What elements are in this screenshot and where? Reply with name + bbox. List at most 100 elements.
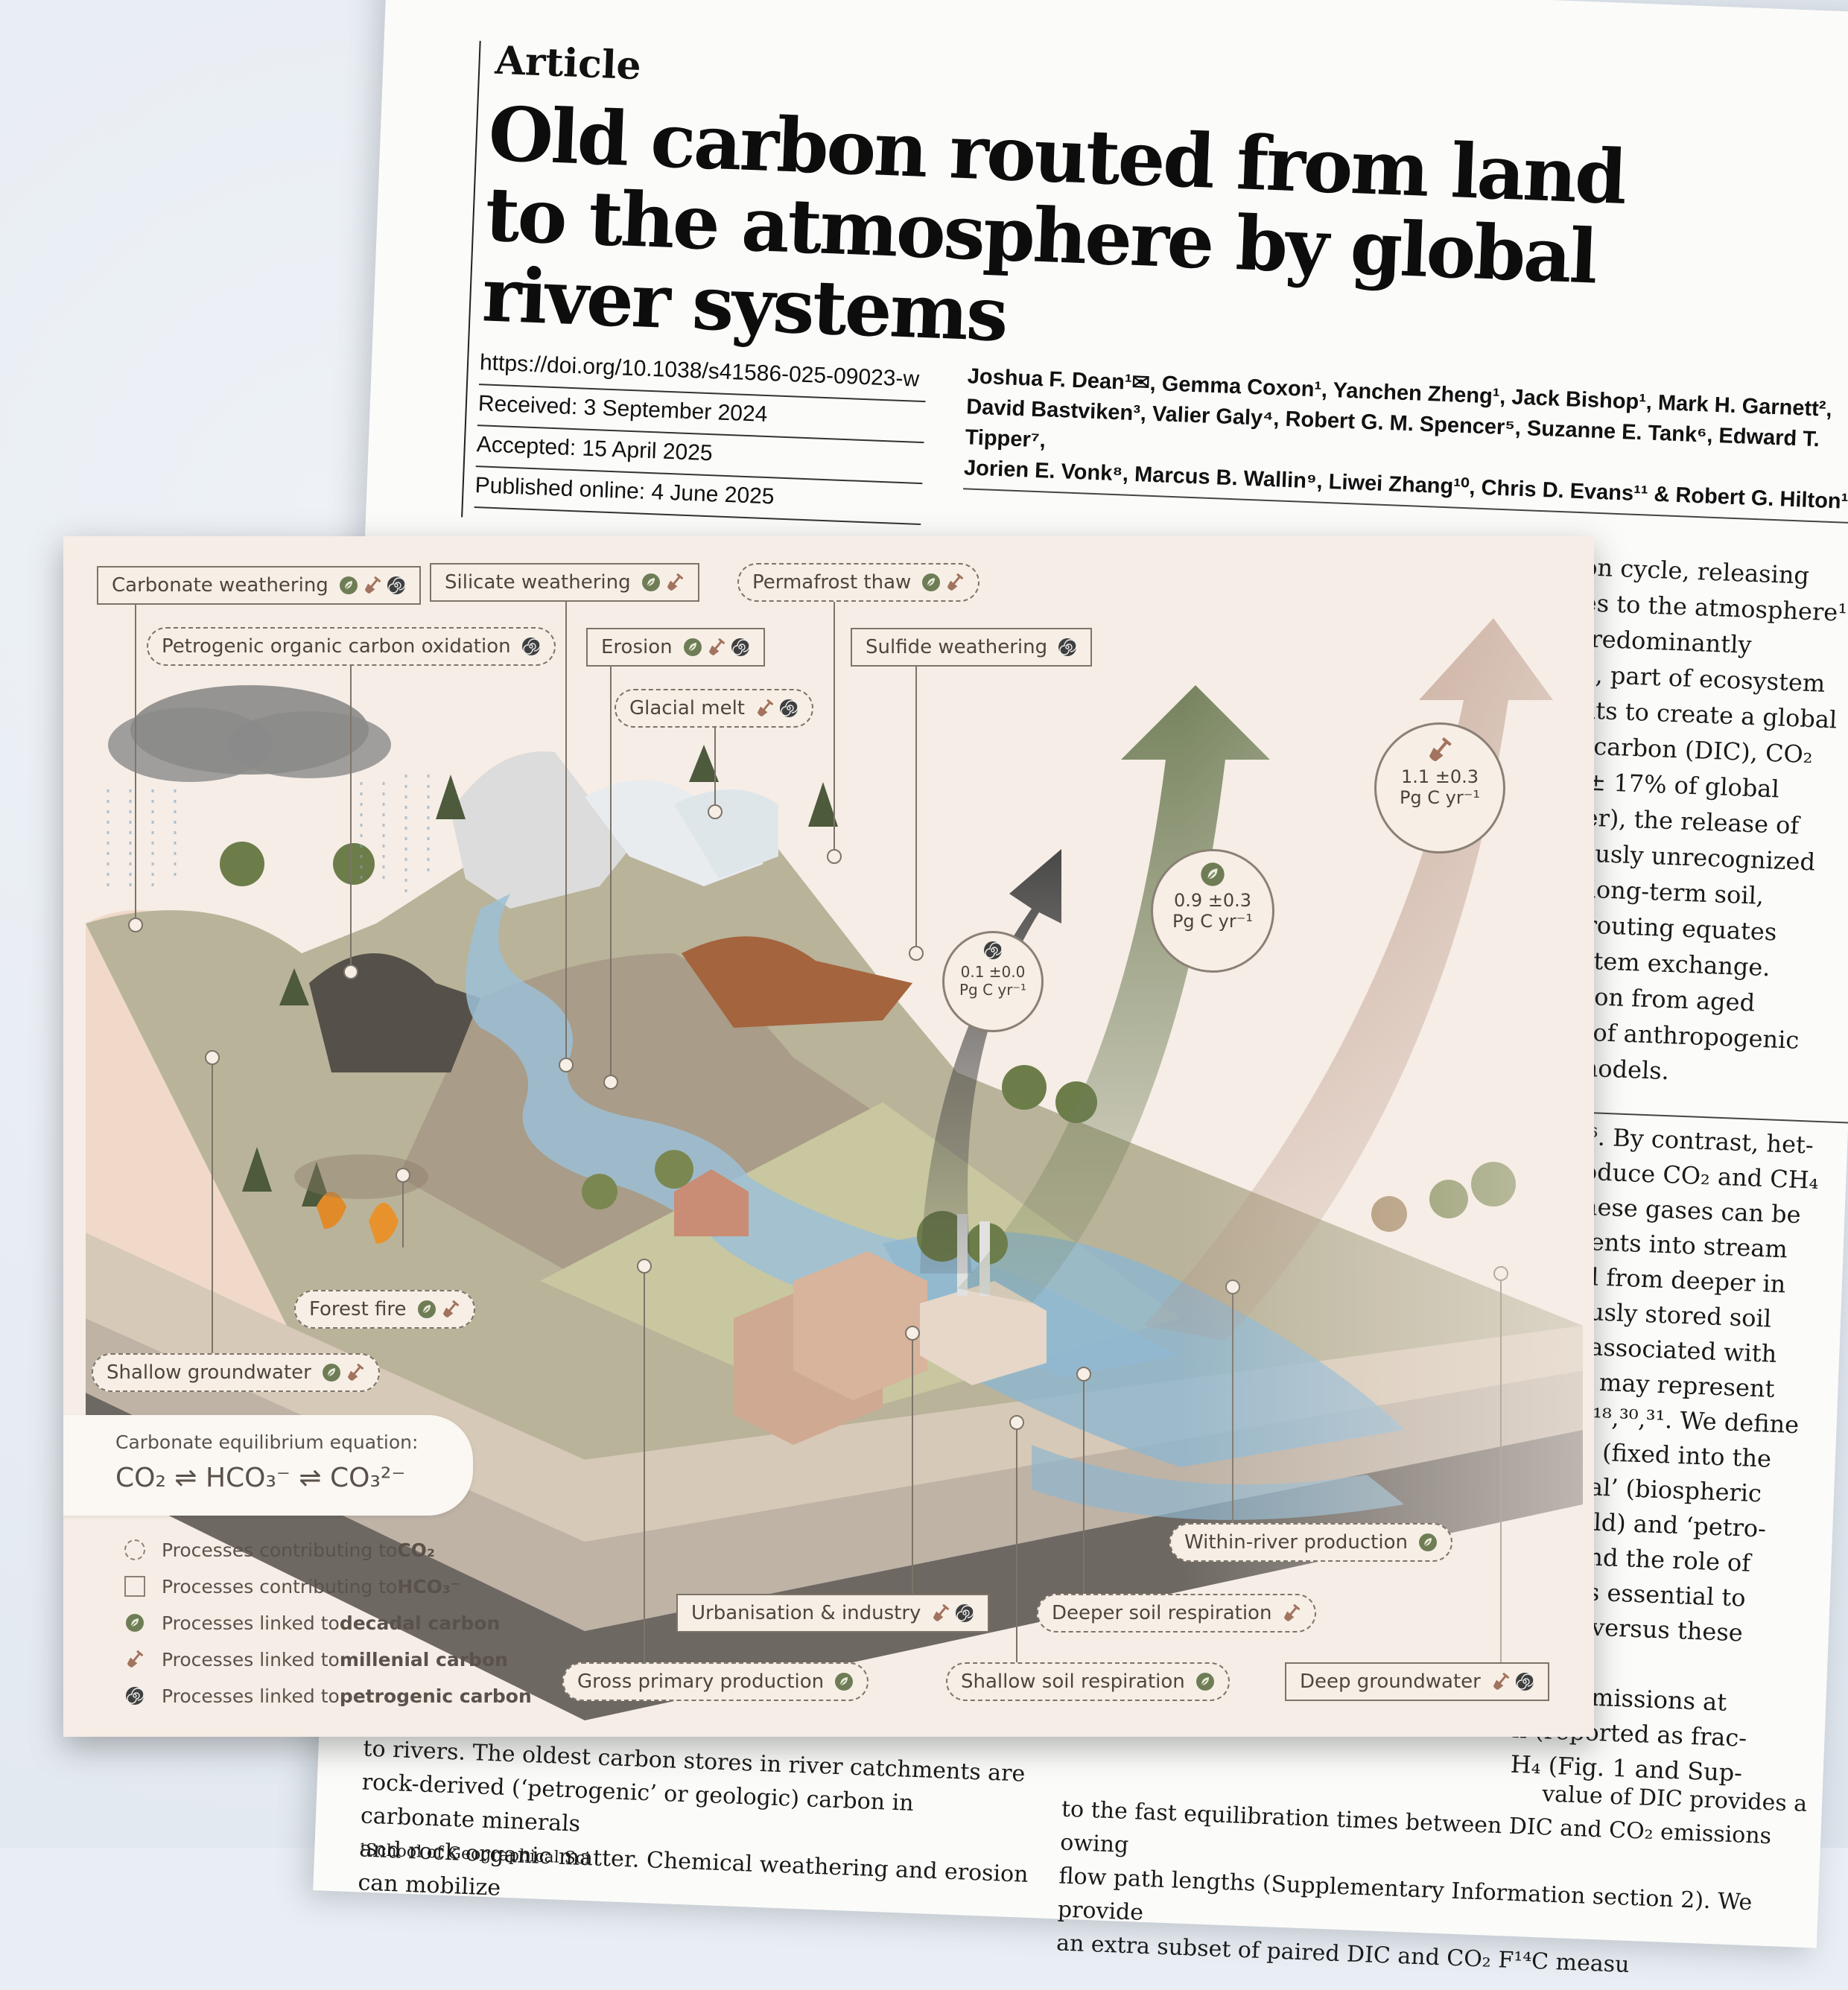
flux-decadal: 0.9 ±0.3 Pg C yr⁻¹: [1151, 849, 1274, 973]
petrogenic-flux-arrow: [920, 849, 1061, 1274]
buildings: [674, 1169, 1047, 1445]
legend-co2: Processes contributing to CO₂: [123, 1536, 435, 1564]
legend-hco3: Processes contributing to HCO₃⁻: [123, 1572, 460, 1600]
leaf-icon: [339, 576, 358, 595]
shovel-icon: [665, 573, 685, 592]
flux-petrogenic: 0.1 ±0.0 Pg C yr⁻¹: [942, 931, 1044, 1032]
flux-unit: Pg C yr⁻¹: [1172, 911, 1254, 932]
article-title: Old carbon routed from land to the atmos…: [480, 89, 1627, 359]
ammonite-icon: [1058, 638, 1077, 657]
flux-value: 0.9 ±0.3: [1173, 890, 1252, 911]
ammonite-icon: [387, 576, 406, 595]
label-text: Carbonate weathering: [112, 574, 328, 597]
shovel-icon: [363, 576, 382, 595]
ammonite-icon: [779, 699, 798, 718]
ammonite-icon: [1515, 1672, 1534, 1691]
label-deeper-soil-respiration: Deeper soil respiration: [1037, 1594, 1317, 1633]
legend-bold: decadal carbon: [339, 1612, 501, 1634]
ammonite-icon: [983, 941, 1003, 960]
label-permafrost-thaw: Permafrost thaw: [737, 563, 980, 602]
label-text: Permafrost thaw: [752, 571, 912, 594]
label-sulfide-weathering: Sulfide weathering: [851, 628, 1093, 667]
legend-bold: CO₂: [397, 1539, 435, 1561]
dashed-circle-icon: [123, 1538, 147, 1562]
shovel-icon: [1491, 1672, 1511, 1691]
label-text: Sulfide weathering: [866, 636, 1048, 658]
legend-text: Processes contributing to: [162, 1539, 398, 1561]
label-shallow-soil-respiration: Shallow soil respiration: [946, 1662, 1230, 1701]
figure-1: Carbonate weathering Silicate weathering…: [63, 536, 1594, 1737]
label-text: Gross primary production: [577, 1670, 825, 1693]
trees: [220, 745, 1516, 1265]
label-text: Urbanisation & industry: [691, 1602, 921, 1624]
legend-text: Processes contributing to: [162, 1575, 398, 1598]
label-gross-primary-production: Gross primary production: [562, 1662, 869, 1701]
legend-decadal: Processes linked to decadal carbon: [123, 1609, 500, 1637]
legend-bold: HCO₃⁻: [397, 1575, 460, 1598]
label-text: Forest fire: [309, 1298, 407, 1320]
label-text: Shallow soil respiration: [961, 1670, 1185, 1693]
leaf-icon: [1196, 1672, 1215, 1691]
legend-text: Processes linked to: [162, 1685, 340, 1707]
label-text: Petrogenic organic carbon oxidation: [162, 635, 511, 658]
received-date: Received: 3 September 2024: [477, 391, 768, 427]
leaf-icon: [834, 1672, 854, 1691]
shovel-icon: [1282, 1603, 1301, 1623]
flux-value: 0.1 ±0.0: [960, 963, 1026, 981]
ammonite-icon: [125, 1686, 145, 1706]
author-list: Joshua F. Dean¹✉, Gemma Coxon¹, Yanchen …: [963, 361, 1848, 519]
leaf-icon: [641, 573, 661, 592]
leaf-icon: [1200, 862, 1225, 887]
legend-text: Processes linked to: [162, 1648, 340, 1670]
flux-value: 1.1 ±0.3: [1400, 766, 1479, 787]
label-text: Silicate weathering: [445, 571, 631, 594]
shovel-icon: [125, 1650, 145, 1669]
leaf-icon: [322, 1363, 341, 1382]
published-date: Published online: 4 June 2025: [474, 473, 775, 509]
leaf-icon: [921, 573, 941, 592]
legend-bold: petrogenic carbon: [339, 1685, 532, 1707]
rain-cloud: [107, 685, 430, 894]
shovel-icon: [755, 699, 775, 718]
label-within-river-production: Within-river production: [1169, 1523, 1452, 1562]
leaf-icon: [125, 1613, 145, 1633]
leaf-icon: [417, 1300, 436, 1319]
label-urbanisation-industry: Urbanisation & industry: [676, 1594, 990, 1633]
label-deep-groundwater: Deep groundwater: [1285, 1662, 1549, 1701]
shovel-icon: [441, 1300, 460, 1319]
accepted-date: Accepted: 15 April 2025: [476, 432, 714, 466]
article-type: Article: [494, 37, 642, 89]
label-forest-fire: Forest fire: [294, 1290, 475, 1329]
label-text: Shallow groundwater: [107, 1361, 311, 1384]
label-glacial-melt: Glacial melt: [615, 689, 813, 728]
legend-text: Processes linked to: [162, 1612, 340, 1634]
square-icon: [123, 1574, 147, 1598]
label-text: Deep groundwater: [1300, 1670, 1481, 1693]
meta-rule: [474, 506, 921, 526]
leaf-icon: [683, 638, 702, 657]
forest-fire: [294, 1154, 428, 1244]
legend-bold: millenial carbon: [339, 1648, 508, 1670]
body-left-bottom: to rivers. The oldest carbon stores in r…: [358, 1732, 1034, 1925]
label-text: Glacial melt: [629, 697, 745, 719]
legend-petrogenic: Processes linked to petrogenic carbon: [123, 1682, 532, 1710]
label-erosion: Erosion: [586, 628, 765, 667]
label-silicate-weathering: Silicate weathering: [430, 563, 699, 602]
shovel-icon: [931, 1603, 950, 1623]
label-text: Erosion: [601, 636, 673, 658]
shovel-icon: [1426, 737, 1453, 763]
shovel-icon: [707, 638, 726, 657]
ammonite-icon: [521, 637, 541, 656]
label-text: Within-river production: [1184, 1531, 1408, 1554]
mountains: [309, 751, 912, 1072]
label-carbonate-weathering: Carbonate weathering: [97, 566, 421, 605]
equation-card: Carbonate equilibrium equation: CO₂ ⇌ HC…: [63, 1415, 473, 1516]
shovel-icon: [945, 573, 965, 592]
body-right-bottom: value of DIC provides a to the fast equi…: [1055, 1759, 1808, 1989]
ammonite-icon: [955, 1603, 975, 1623]
equation-title: Carbonate equilibrium equation:: [115, 1431, 419, 1453]
label-petrogenic-oxidation: Petrogenic organic carbon oxidation: [147, 627, 556, 666]
leaf-icon: [1418, 1533, 1438, 1552]
legend-millennial: Processes linked to millenial carbon: [123, 1645, 508, 1673]
ammonite-icon: [731, 638, 750, 657]
